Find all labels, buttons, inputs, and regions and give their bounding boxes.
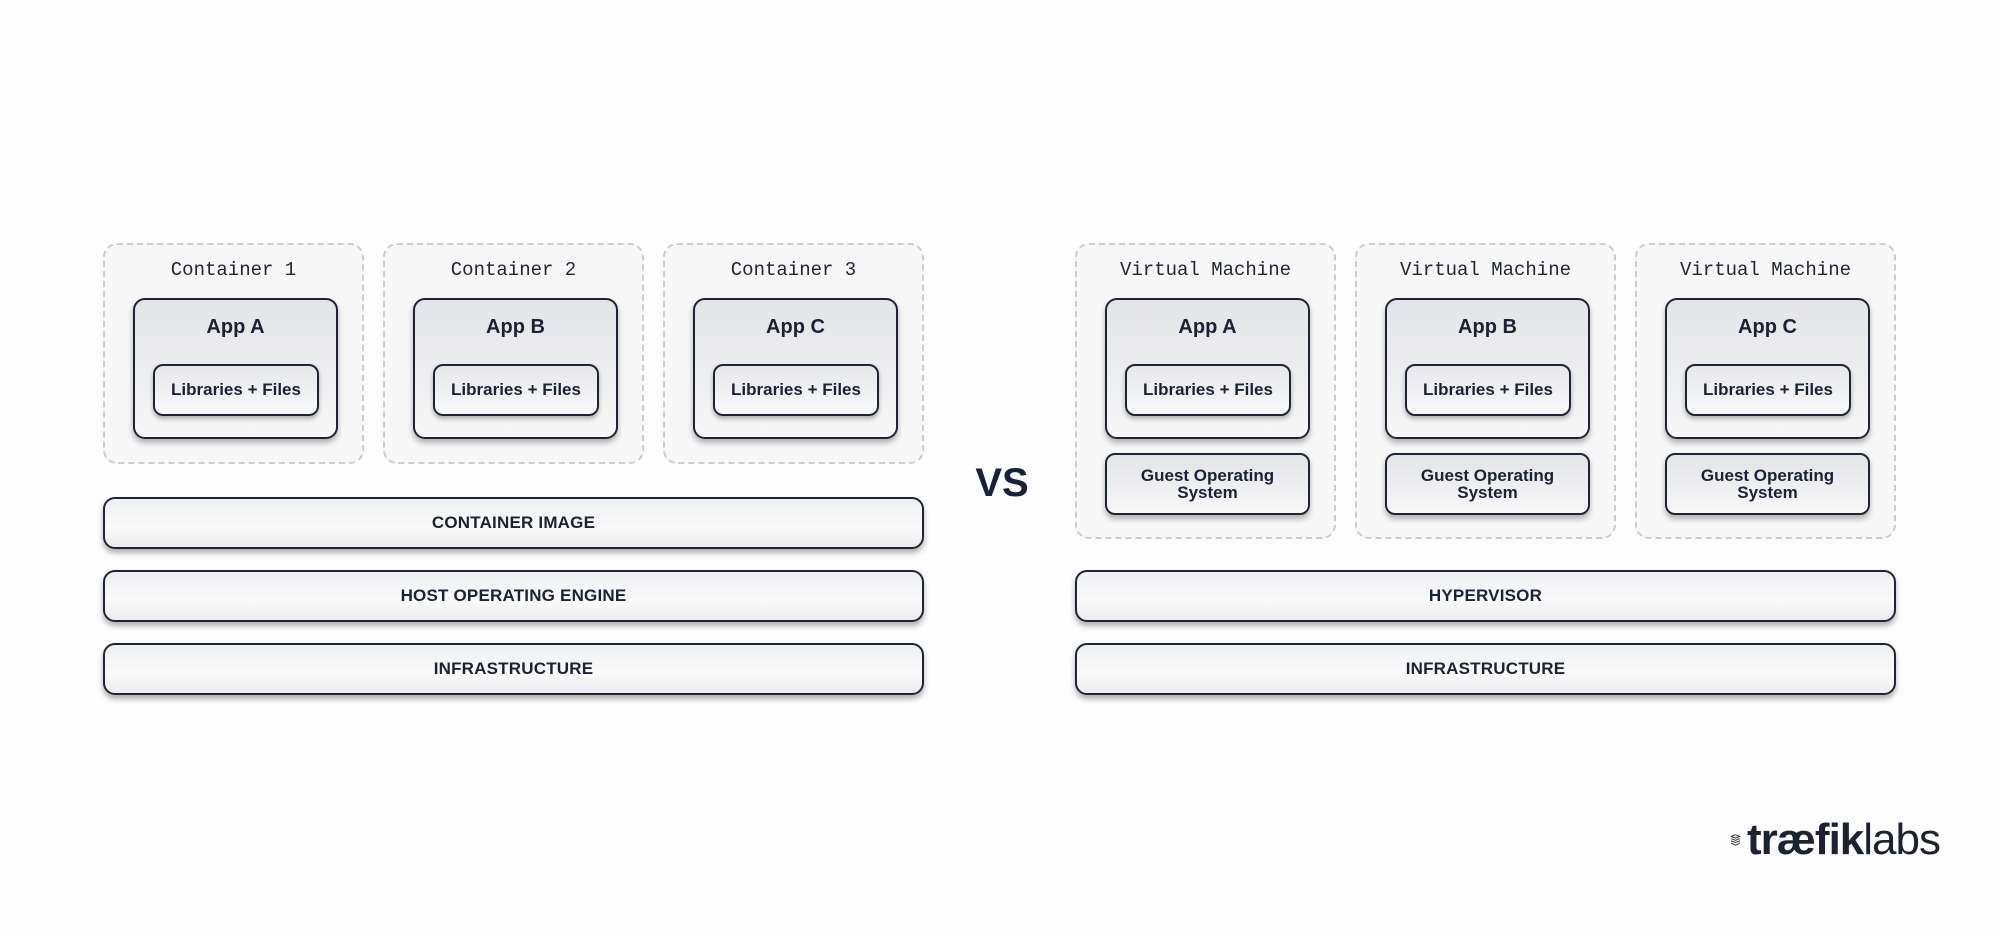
app-label: App B [1458, 316, 1517, 338]
vs-label: VS [975, 460, 1029, 505]
container-title: Container 1 [170, 259, 297, 281]
app-box: App B Libraries + Files [413, 298, 618, 439]
vm-group-1: Virtual Machine App A Libraries + Files … [1075, 243, 1336, 539]
hypervisor-layer: HYPERVISOR [1075, 570, 1896, 622]
app-box: App B Libraries + Files [1385, 298, 1590, 439]
container-image-layer: CONTAINER IMAGE [103, 497, 924, 549]
vm-title: Virtual Machine [1679, 259, 1852, 281]
container-group-1: Container 1 App A Libraries + Files [103, 243, 364, 464]
infrastructure-layer-vms: INFRASTRUCTURE [1075, 643, 1896, 695]
guest-os-box: Guest Operating System [1105, 453, 1310, 515]
container-group-2: Container 2 App B Libraries + Files [383, 243, 644, 464]
container-group-3: Container 3 App C Libraries + Files [663, 243, 924, 464]
app-label: App C [1738, 316, 1797, 338]
app-box: App C Libraries + Files [1665, 298, 1870, 439]
libraries-files-box: Libraries + Files [1685, 364, 1851, 416]
traefiklabs-logo: træfiklabs [1730, 812, 1941, 868]
guest-os-box: Guest Operating System [1665, 453, 1870, 515]
app-label: App B [486, 316, 545, 338]
host-operating-engine-layer: HOST OPERATING ENGINE [103, 570, 924, 622]
infrastructure-layer-containers: INFRASTRUCTURE [103, 643, 924, 695]
app-label: App A [206, 316, 265, 338]
app-box: App A Libraries + Files [1105, 298, 1310, 439]
libraries-files-box: Libraries + Files [713, 364, 879, 416]
libraries-files-box: Libraries + Files [153, 364, 319, 416]
logo-wordmark: træfiklabs [1747, 815, 1941, 865]
logo-text-bold: træfik [1747, 815, 1864, 864]
traefik-logo-icon [1730, 834, 1741, 846]
vm-group-2: Virtual Machine App B Libraries + Files … [1355, 243, 1616, 539]
container-title: Container 3 [730, 259, 857, 281]
container-title: Container 2 [450, 259, 577, 281]
app-box: App A Libraries + Files [133, 298, 338, 439]
guest-os-box: Guest Operating System [1385, 453, 1590, 515]
libraries-files-box: Libraries + Files [433, 364, 599, 416]
libraries-files-box: Libraries + Files [1405, 364, 1571, 416]
vm-group-3: Virtual Machine App C Libraries + Files … [1635, 243, 1896, 539]
app-label: App C [766, 316, 825, 338]
app-label: App A [1178, 316, 1237, 338]
logo-text-light: labs [1863, 815, 1941, 864]
libraries-files-box: Libraries + Files [1125, 364, 1291, 416]
vm-title: Virtual Machine [1119, 259, 1292, 281]
vm-title: Virtual Machine [1399, 259, 1572, 281]
app-box: App C Libraries + Files [693, 298, 898, 439]
